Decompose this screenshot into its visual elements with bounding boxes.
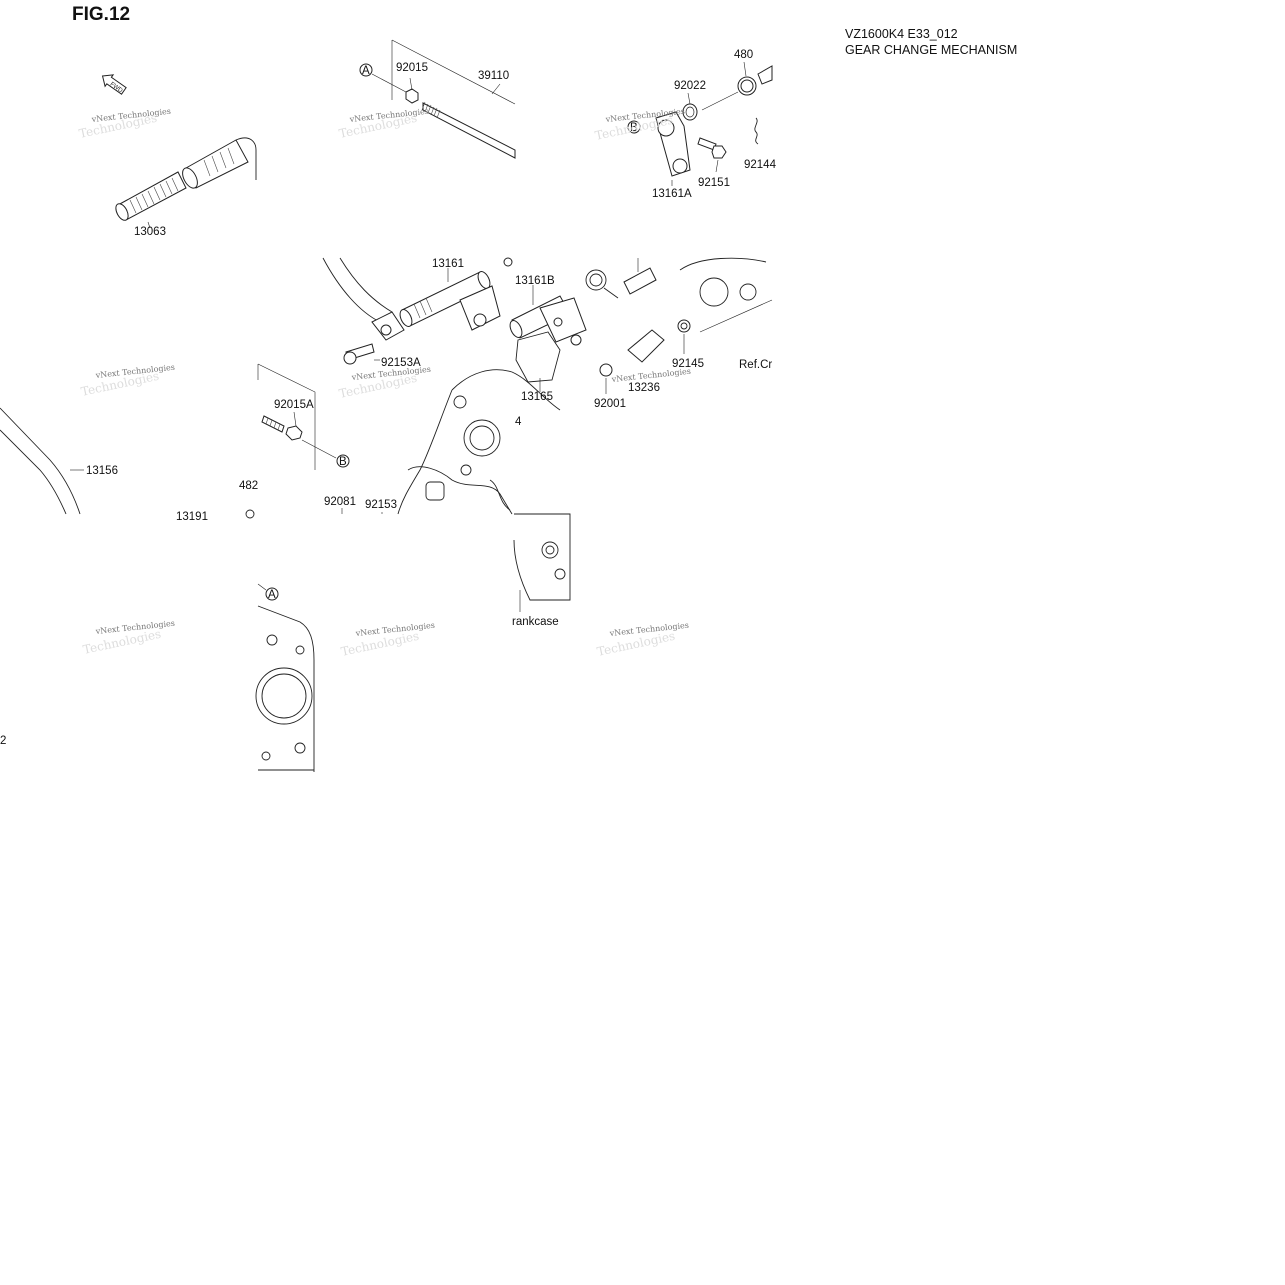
callout-a: A	[362, 65, 370, 77]
callout-b-top: B	[630, 122, 638, 134]
label-4: 4	[515, 416, 522, 428]
footpeg-rubber	[115, 171, 187, 221]
tile-footpeg: FWD 13063 vNext Technologies Te	[78, 74, 257, 238]
label-13161: 13161	[432, 258, 464, 270]
tile-shift-shaft: 13161 13161B 92153A 13165 4	[322, 257, 772, 515]
spring	[585, 269, 619, 299]
label-92015a: 92015A	[274, 399, 314, 411]
tile-shift-lever: 480 92022 B 92151 13161A 92144 vNext Tec…	[594, 49, 777, 200]
label-13165: 13165	[521, 391, 553, 403]
tile-lower-crankcase: 92081 92153 rankcase vNext Technologies …	[82, 466, 689, 659]
label-2: 2	[0, 735, 6, 747]
section-title: GEAR CHANGE MECHANISM	[845, 43, 1018, 57]
tile-cover: A	[255, 583, 315, 772]
model-code: VZ1600K4 E33_012	[845, 27, 958, 41]
label-crankcase: rankcase	[512, 616, 559, 628]
label-13161b: 13161B	[515, 275, 555, 287]
diagram-info: VZ1600K4 E33_012 GEAR CHANGE MECHANISM	[845, 26, 1017, 58]
label-13161a: 13161A	[652, 188, 692, 200]
label-92001: 92001	[594, 398, 626, 410]
figure-number: FIG.12	[72, 4, 131, 25]
label-92144: 92144	[744, 159, 777, 171]
label-39110: 39110	[478, 70, 509, 82]
label-92015: 92015	[396, 62, 428, 74]
callout-a-lower: A	[268, 589, 276, 601]
label-92081: 92081	[324, 496, 356, 508]
label-92151: 92151	[698, 177, 730, 189]
fwd-arrow-icon: FWD	[101, 74, 127, 95]
label-92153a: 92153A	[381, 357, 421, 369]
label-13236: 13236	[628, 382, 660, 394]
tile-stud-nut: 92015A B	[257, 363, 350, 470]
label-13063: 13063	[134, 226, 166, 238]
label-13156: 13156	[86, 465, 118, 477]
label-480: 480	[734, 49, 753, 61]
footpeg	[182, 137, 257, 189]
label-482: 482	[239, 480, 258, 492]
tile-linkage: 13156 482 13191 vNext Technologies Techn…	[0, 363, 258, 747]
tile-shift-rod: A 92015 39110 vNext Technologies Technol…	[338, 39, 516, 159]
label-ref-crankcase: Ref.Cr	[739, 359, 772, 371]
label-13191: 13191	[176, 511, 208, 523]
label-92022: 92022	[674, 80, 706, 92]
label-92145: 92145	[672, 358, 704, 370]
callout-b: B	[339, 456, 347, 468]
label-92153: 92153	[365, 499, 397, 511]
